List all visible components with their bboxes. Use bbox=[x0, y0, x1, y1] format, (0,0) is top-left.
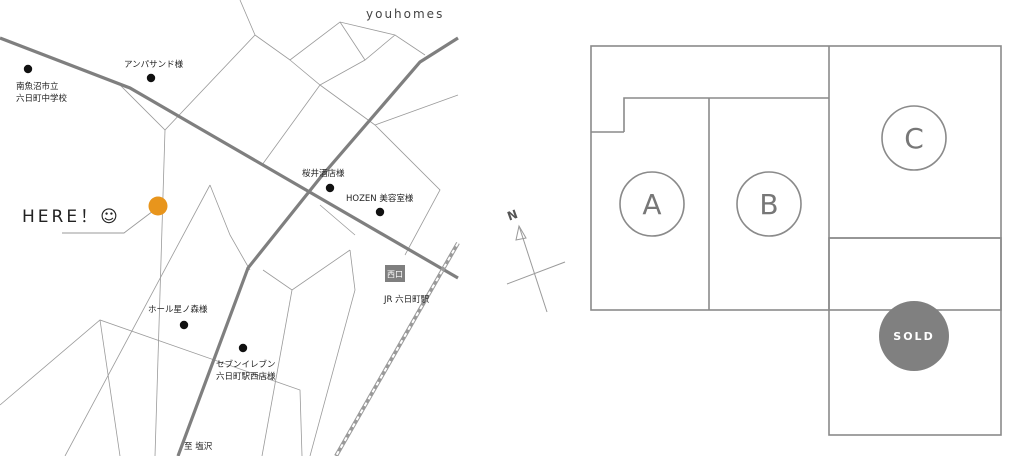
compass-cross-line bbox=[506, 261, 566, 285]
here-label: HERE！☺ bbox=[22, 207, 121, 227]
landmark-label-sakurai: 桜井酒店様 bbox=[302, 168, 345, 179]
street-line bbox=[374, 124, 441, 256]
street-line bbox=[319, 84, 459, 126]
here-leader-line bbox=[62, 207, 158, 234]
landmark-label-line: セブンイレブン bbox=[216, 359, 276, 370]
station-name: JR 六日町駅 bbox=[383, 294, 430, 305]
compass-arrow bbox=[515, 224, 527, 241]
landmark-dot-anpasand bbox=[146, 73, 156, 83]
lot-sold: SOLD bbox=[879, 301, 949, 371]
lot-b[interactable]: B bbox=[736, 171, 802, 237]
main-road-east-west bbox=[0, 36, 459, 280]
sold-badge bbox=[879, 301, 949, 371]
landmark-dot-seven bbox=[238, 343, 248, 353]
lot-b-badge bbox=[736, 171, 802, 237]
street-line bbox=[319, 204, 356, 236]
brand-logo-text: youhomes bbox=[366, 7, 444, 21]
landmark-label-line: HOZEN 美容室様 bbox=[346, 193, 414, 204]
landmark-label-hozen: HOZEN 美容室様 bbox=[346, 193, 414, 204]
landmark-dot-school bbox=[23, 64, 33, 74]
street-line bbox=[154, 129, 166, 457]
landmark-label-hoshinomori: ホール星ノ森様 bbox=[148, 304, 208, 315]
street-line bbox=[309, 249, 356, 457]
compass-needle bbox=[518, 225, 548, 313]
station-badge-text: 西口 bbox=[387, 270, 403, 279]
landmark-label-line: ホール星ノ森様 bbox=[148, 304, 208, 315]
main-road-north-south bbox=[176, 36, 459, 457]
lot-sold-outline bbox=[828, 237, 1002, 436]
street-line bbox=[339, 21, 366, 61]
landmark-label-line: 桜井酒店様 bbox=[302, 168, 345, 179]
lot-plan-outline-top bbox=[590, 45, 1002, 311]
main-roads bbox=[0, 36, 459, 457]
landmark-label-anpasand: アンパサンド様 bbox=[124, 59, 184, 70]
area-map: 南魚沼市立 六日町中学校 アンパサンド様 桜井酒店様 HOZEN 美容室様 ホー… bbox=[0, 0, 460, 457]
minor-streets bbox=[0, 0, 459, 457]
street-line bbox=[119, 0, 256, 131]
here-marker bbox=[148, 196, 168, 216]
compass: N bbox=[505, 207, 566, 313]
landmark-label-line: アンパサンド様 bbox=[124, 59, 184, 70]
landmark-dot-hozen bbox=[375, 207, 385, 217]
lot-a-label: A bbox=[642, 188, 661, 221]
lot-plan bbox=[590, 45, 1002, 436]
lot-a[interactable]: A bbox=[619, 171, 685, 237]
lot-c-badge bbox=[881, 105, 947, 171]
landmark-label-line: 六日町駅西店様 bbox=[216, 371, 276, 382]
lot-a-badge bbox=[619, 171, 685, 237]
lot-b-label: B bbox=[759, 188, 778, 221]
landmark-label-line: 六日町中学校 bbox=[16, 93, 68, 104]
street-line bbox=[99, 319, 121, 457]
street-line bbox=[261, 84, 321, 166]
railway bbox=[334, 242, 460, 457]
street-line bbox=[209, 184, 251, 271]
direction-label: 至 塩沢 bbox=[184, 441, 213, 452]
street-line bbox=[262, 249, 351, 291]
street-line bbox=[0, 319, 303, 457]
landmark-label-line: 南魚沼市立 bbox=[16, 81, 59, 92]
lot-c-label: C bbox=[904, 122, 924, 155]
landmark-label-seven: セブンイレブン 六日町駅西店様 bbox=[216, 359, 278, 382]
street-line bbox=[64, 184, 211, 457]
landmark-label-school: 南魚沼市立 六日町中学校 bbox=[16, 81, 68, 104]
street-line bbox=[289, 34, 426, 86]
compass-north-label: N bbox=[505, 207, 519, 224]
station-badge bbox=[385, 265, 405, 282]
lot-c[interactable]: C bbox=[881, 105, 947, 171]
street-line bbox=[261, 289, 293, 457]
landmark-dot-sakurai bbox=[325, 183, 335, 193]
landmark-dot-hoshinomori bbox=[179, 320, 189, 330]
sold-label: SOLD bbox=[893, 330, 934, 343]
street-line bbox=[254, 21, 396, 61]
